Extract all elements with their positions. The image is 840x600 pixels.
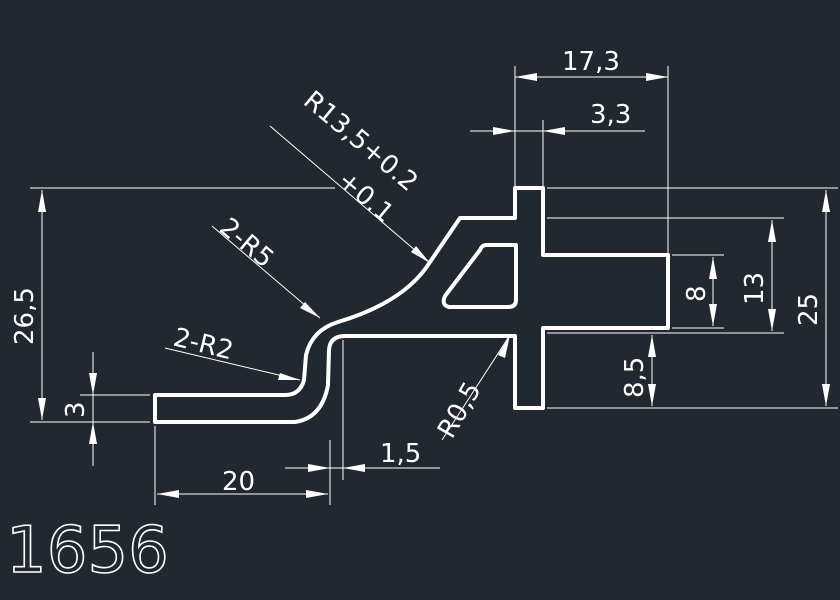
dim-lower-height: 8,5 <box>620 357 650 398</box>
dim-inner-height: 8 <box>682 285 712 302</box>
dim-tab-width: 3,3 <box>590 100 631 130</box>
dim-wall-thickness: 1,5 <box>380 439 421 469</box>
profile-inner-cavity <box>441 243 518 309</box>
part-number: 1656 <box>6 514 169 588</box>
dimension-arrows <box>38 73 830 498</box>
dim-mid-height: 13 <box>740 272 770 305</box>
dimension-lines <box>30 66 838 505</box>
dim-flange-length: 20 <box>222 467 255 497</box>
dim-total-height: 25 <box>794 293 824 326</box>
profile-outline <box>153 186 670 424</box>
dim-overall-height: 26,5 <box>10 287 40 345</box>
dim-radius-r05: R0,5 <box>432 377 488 443</box>
dim-top-width: 17,3 <box>562 47 620 77</box>
dim-radius-r2: 2-R2 <box>170 323 236 367</box>
dim-radius-r5: 2-R5 <box>214 212 280 274</box>
dim-flange-thickness: 3 <box>61 401 91 418</box>
